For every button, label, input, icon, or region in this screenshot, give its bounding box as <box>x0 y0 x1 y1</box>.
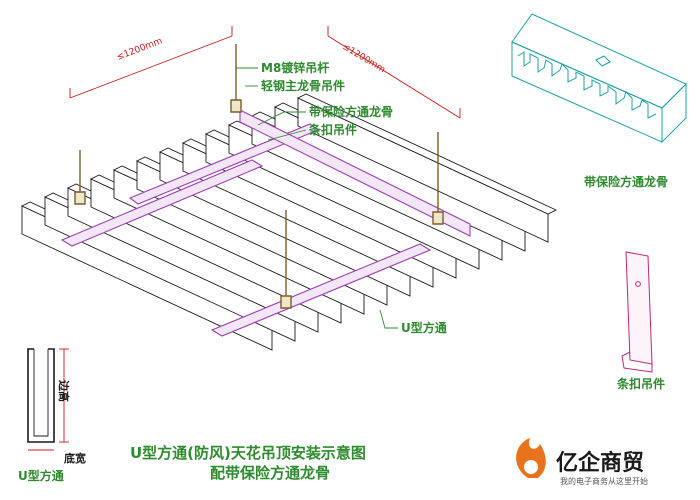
dimension-label-left: ≤1200mm <box>115 36 163 63</box>
rod-hanger-clip <box>74 191 86 205</box>
company-logo: 亿企商贸 我的电子商务从这里开始 <box>516 438 648 486</box>
rod-hanger-clip <box>230 99 242 113</box>
keel-hole <box>595 55 611 67</box>
part1-caption: 带保险方通龙骨 <box>584 174 668 189</box>
logo-name: 亿企商贸 <box>556 450 644 476</box>
carrier-keel <box>128 123 320 205</box>
leader-u-tube <box>379 309 398 329</box>
label-u-tube: U型方通 <box>401 320 447 335</box>
hanger-plate <box>625 251 653 365</box>
dimension-lines <box>69 26 461 119</box>
section-caption: U型方通 <box>18 468 64 483</box>
carrier-keel <box>60 159 264 247</box>
label-main-keel: 轻钢主龙骨吊件 <box>261 78 345 93</box>
label-clip-hanger: 条扣吊件 <box>308 122 357 137</box>
diagram-subtitle: 配带保险方通龙骨 <box>210 464 330 482</box>
u-tube-panel-top <box>296 93 558 215</box>
carrier-keel <box>210 243 432 337</box>
u-section-outline <box>27 348 55 443</box>
hanger-rods <box>74 44 444 309</box>
leader-clip-hanger <box>267 129 307 141</box>
diagram-title: U型方通(防风)天花吊顶安装示意图 <box>130 444 366 462</box>
hanger-hole <box>635 281 641 287</box>
logo-slogan: 我的电子商务从这里开始 <box>560 476 648 486</box>
keel-end <box>661 82 687 144</box>
u-section-drawing <box>27 348 69 451</box>
dimension-line-left <box>69 35 233 99</box>
leader-protect-keel <box>257 111 306 126</box>
keel-pattern <box>517 51 657 119</box>
rod-hanger-clip <box>432 211 444 225</box>
clip-hanger-part-drawing <box>621 251 653 373</box>
carrier-keels <box>60 109 471 337</box>
part2-caption: 条扣吊件 <box>616 376 665 391</box>
label-side-height: 边高 <box>57 379 71 402</box>
u-section-inner <box>33 349 49 437</box>
label-rod: M8镀锌吊杆 <box>261 60 329 75</box>
keel-face <box>511 41 663 143</box>
protect-keel-part-drawing <box>511 13 687 144</box>
rod-hanger-clip <box>280 295 292 309</box>
label-protect-keel: 带保险方通龙骨 <box>309 104 393 119</box>
hanger-fold <box>621 351 653 373</box>
label-bottom-width: 底宽 <box>64 451 86 465</box>
logo-e-mark <box>522 458 540 476</box>
dimension-line-right <box>327 35 461 119</box>
carrier-keel <box>239 109 471 237</box>
callout-leaders <box>236 67 398 329</box>
dimension-label-right: ≤1200mm <box>340 42 386 75</box>
